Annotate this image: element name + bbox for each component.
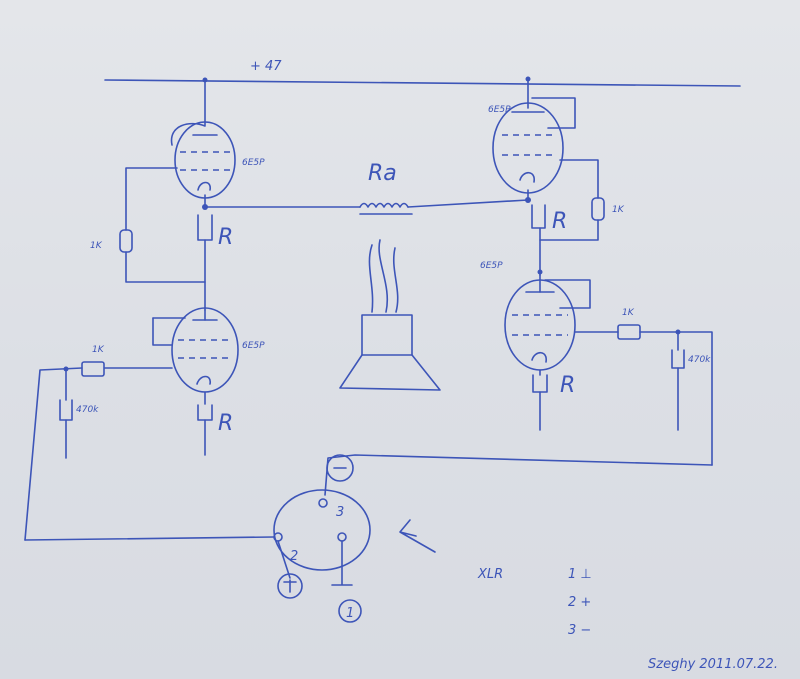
tube-left-lower [24, 307, 239, 541]
cathode-r-right-upper: R [552, 209, 567, 234]
xlr-legend-2: 2 + [568, 595, 591, 610]
xlr-pin1-label: 1 [346, 606, 354, 621]
xlr-pin3-label: 3 [336, 505, 344, 520]
xlr-legend-1: 1 ⊥ [568, 567, 592, 582]
resistor-1k-left-label: 1K [90, 241, 103, 251]
tube-right-lower-label: 6E5P [480, 261, 503, 271]
resistor-1k-right-label: 1K [612, 205, 625, 215]
cathode-r-left-lower: R [218, 411, 233, 436]
xlr-connector [24, 454, 713, 623]
resistor-470k-right-label: 470k [688, 355, 711, 365]
load-label: Ra [368, 161, 397, 186]
cathode-r-right-lower: R [560, 373, 575, 398]
left-mid-node [197, 204, 213, 311]
cathode-r-left-upper: R [218, 225, 233, 250]
tube-left-upper-label: 6E5P [242, 158, 265, 168]
loudspeaker [339, 239, 441, 391]
tube-right-lower [504, 274, 713, 466]
xlr-pin2-label: 2 [290, 549, 298, 564]
right-mid-node [531, 204, 546, 276]
tube-left-lower-label: 6E5P [242, 341, 265, 351]
tube-right-upper-label: 6E5P [488, 105, 511, 115]
resistor-1k-right-in-label: 1K [622, 308, 635, 318]
resistor-1k-in-label: 1K [92, 345, 105, 355]
output-line [204, 197, 531, 215]
xlr-title: XLR [477, 567, 503, 582]
tube-left-upper [119, 79, 236, 283]
resistor-470k-left-label: 470k [76, 405, 99, 415]
supply-voltage-label: + 47 [250, 59, 282, 74]
xlr-legend-3: 3 − [568, 623, 591, 638]
tube-right-upper [492, 79, 605, 241]
signature: Szeghy 2011.07.22. [648, 657, 778, 672]
supply-rail [104, 76, 741, 87]
